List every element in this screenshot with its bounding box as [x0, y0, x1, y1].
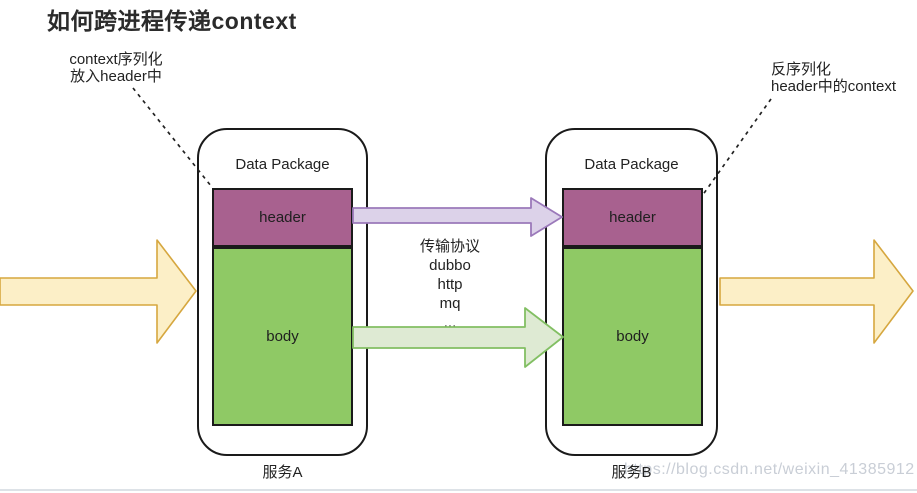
- annotation-serialize: context序列化 放入header中: [58, 51, 174, 85]
- inbound-flow-arrow-icon: [0, 239, 197, 344]
- protocol-list: 传输协议 dubbo http mq ...: [385, 237, 515, 332]
- annotation-deserialize: 反序列化 header中的context: [771, 61, 896, 95]
- header-box-b: header: [562, 188, 703, 247]
- annotation-serialize-line1: context序列化: [69, 51, 163, 68]
- page-title: 如何跨进程传递context: [47, 8, 297, 34]
- protocol-item-http: http: [437, 276, 463, 293]
- outbound-flow-arrow-icon: [719, 239, 914, 344]
- service-b-container: Data Package header body: [545, 128, 718, 456]
- service-b-caption: 服务B: [611, 464, 652, 481]
- annotation-deserialize-line2: header中的context: [771, 78, 897, 95]
- annotation-deserialize-line1: 反序列化: [771, 61, 832, 78]
- data-package-label-a: Data Package: [235, 156, 330, 173]
- body-box-b: body: [562, 247, 703, 426]
- body-label-b: body: [616, 328, 649, 345]
- bottom-divider: [0, 489, 917, 491]
- annotation-serialize-line2: 放入header中: [70, 68, 162, 85]
- protocol-title: 传输协议: [419, 238, 480, 255]
- watermark-text: https://blog.csdn.net/weixin_41385912: [624, 461, 915, 478]
- protocol-item-ellipsis: ...: [443, 314, 457, 331]
- header-label-b: header: [609, 209, 656, 226]
- protocol-item-dubbo: dubbo: [429, 257, 471, 274]
- protocol-item-mq: mq: [439, 295, 461, 312]
- data-package-label-b: Data Package: [584, 156, 679, 173]
- service-a-container: Data Package header body: [197, 128, 368, 456]
- header-transfer-arrow-icon: [352, 197, 563, 237]
- header-box-a: header: [212, 188, 353, 247]
- body-box-a: body: [212, 247, 353, 426]
- header-label-a: header: [259, 209, 306, 226]
- body-label-a: body: [266, 328, 299, 345]
- service-a-caption: 服务A: [262, 464, 303, 481]
